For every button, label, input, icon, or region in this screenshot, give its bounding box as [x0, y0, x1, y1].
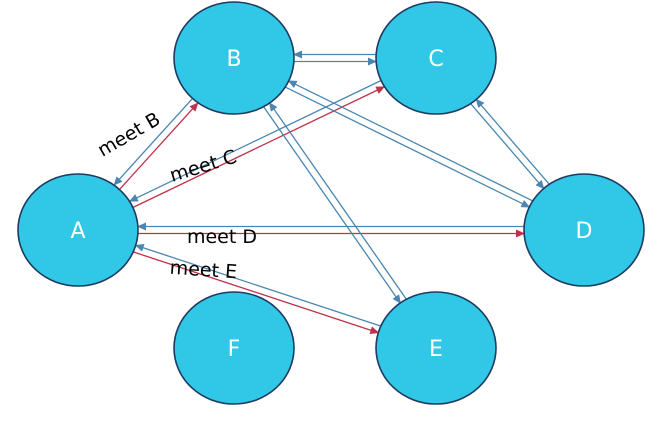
edge-label-a-to-d: meet D: [187, 226, 257, 248]
node-c-circle: [375, 1, 497, 115]
node-f-label: F: [228, 337, 241, 362]
node-f: F: [173, 291, 295, 405]
node-b: B: [173, 1, 295, 115]
edge-label-a-to-c: meet C: [167, 146, 239, 187]
node-e: E: [375, 291, 497, 405]
edge-e-to-a: [134, 244, 381, 327]
node-e-label: E: [429, 337, 443, 362]
edge-a-to-b: [118, 102, 199, 191]
edge-c-to-d: [470, 103, 545, 190]
nodes-layer: A B C D E F: [17, 1, 645, 405]
edge-c-to-a: [128, 79, 382, 202]
edge-b-to-e: [263, 106, 401, 304]
node-d-circle: [523, 173, 645, 287]
edge-a-to-e: [133, 251, 380, 334]
node-e-circle: [375, 291, 497, 405]
node-c: C: [375, 1, 497, 115]
node-a-label: A: [70, 219, 85, 244]
edge-b-to-d: [285, 86, 531, 208]
node-f-circle: [173, 291, 295, 405]
node-a: A: [17, 173, 139, 287]
edge-label-a-to-e: meet E: [169, 257, 238, 284]
node-d: D: [523, 173, 645, 287]
edge-d-to-b: [287, 80, 533, 202]
node-d-label: D: [576, 219, 593, 244]
edge-e-to-b: [269, 102, 407, 300]
edge-label-a-to-b: meet B: [94, 108, 164, 161]
node-b-label: B: [226, 47, 241, 72]
edges-layer: [113, 50, 550, 334]
edge-d-to-c: [475, 98, 550, 185]
edge-b-to-a: [113, 97, 194, 186]
node-c-label: C: [428, 47, 443, 72]
node-b-circle: [173, 1, 295, 115]
node-a-circle: [17, 173, 139, 287]
